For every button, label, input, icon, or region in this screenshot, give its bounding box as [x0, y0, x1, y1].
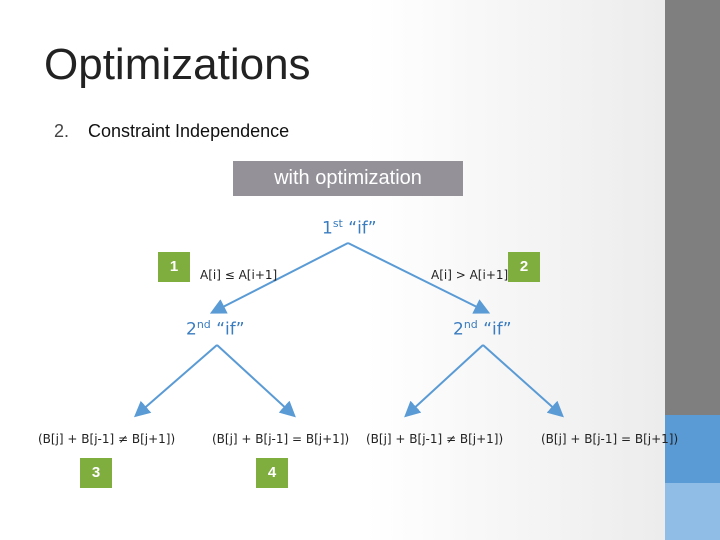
badge-2: 2	[508, 252, 540, 282]
slide-title: Optimizations	[44, 40, 311, 89]
edge-label-right: A[i] > A[i+1]	[431, 268, 509, 282]
optimization-box: with optimization	[233, 161, 463, 196]
side-rail-accent-light	[665, 483, 720, 540]
root-node-label: 1st “if”	[322, 217, 377, 239]
subtitle-number: 2.	[54, 121, 70, 141]
edge-root-right	[347, 242, 491, 314]
edge-right-leaf4	[482, 344, 564, 418]
edge-label-left: A[i] ≤ A[i+1]	[200, 268, 278, 282]
badge-1: 1	[158, 252, 190, 282]
leaf-label-3: (B[j] + B[j-1] ≠ B[j+1])	[366, 432, 504, 446]
leaf-label-2: (B[j] + B[j-1] = B[j+1])	[212, 432, 350, 446]
edge-right-leaf3	[404, 344, 484, 418]
tree-diagram	[133, 242, 564, 418]
side-rail-accent-dark	[665, 415, 720, 483]
badge-4: 4	[256, 458, 288, 488]
slide-background	[0, 0, 665, 540]
edge-left-leaf2	[216, 344, 296, 418]
edge-left-leaf1	[133, 344, 218, 418]
left-node-label: 2nd “if”	[186, 318, 245, 340]
leaf-label-1: (B[j] + B[j-1] ≠ B[j+1])	[38, 432, 176, 446]
badge-3: 3	[80, 458, 112, 488]
right-node-label: 2nd “if”	[453, 318, 512, 340]
edge-root-left	[209, 242, 349, 314]
leaf-label-4: (B[j] + B[j-1] = B[j+1])	[541, 432, 679, 446]
subtitle-text: Constraint Independence	[88, 121, 290, 141]
